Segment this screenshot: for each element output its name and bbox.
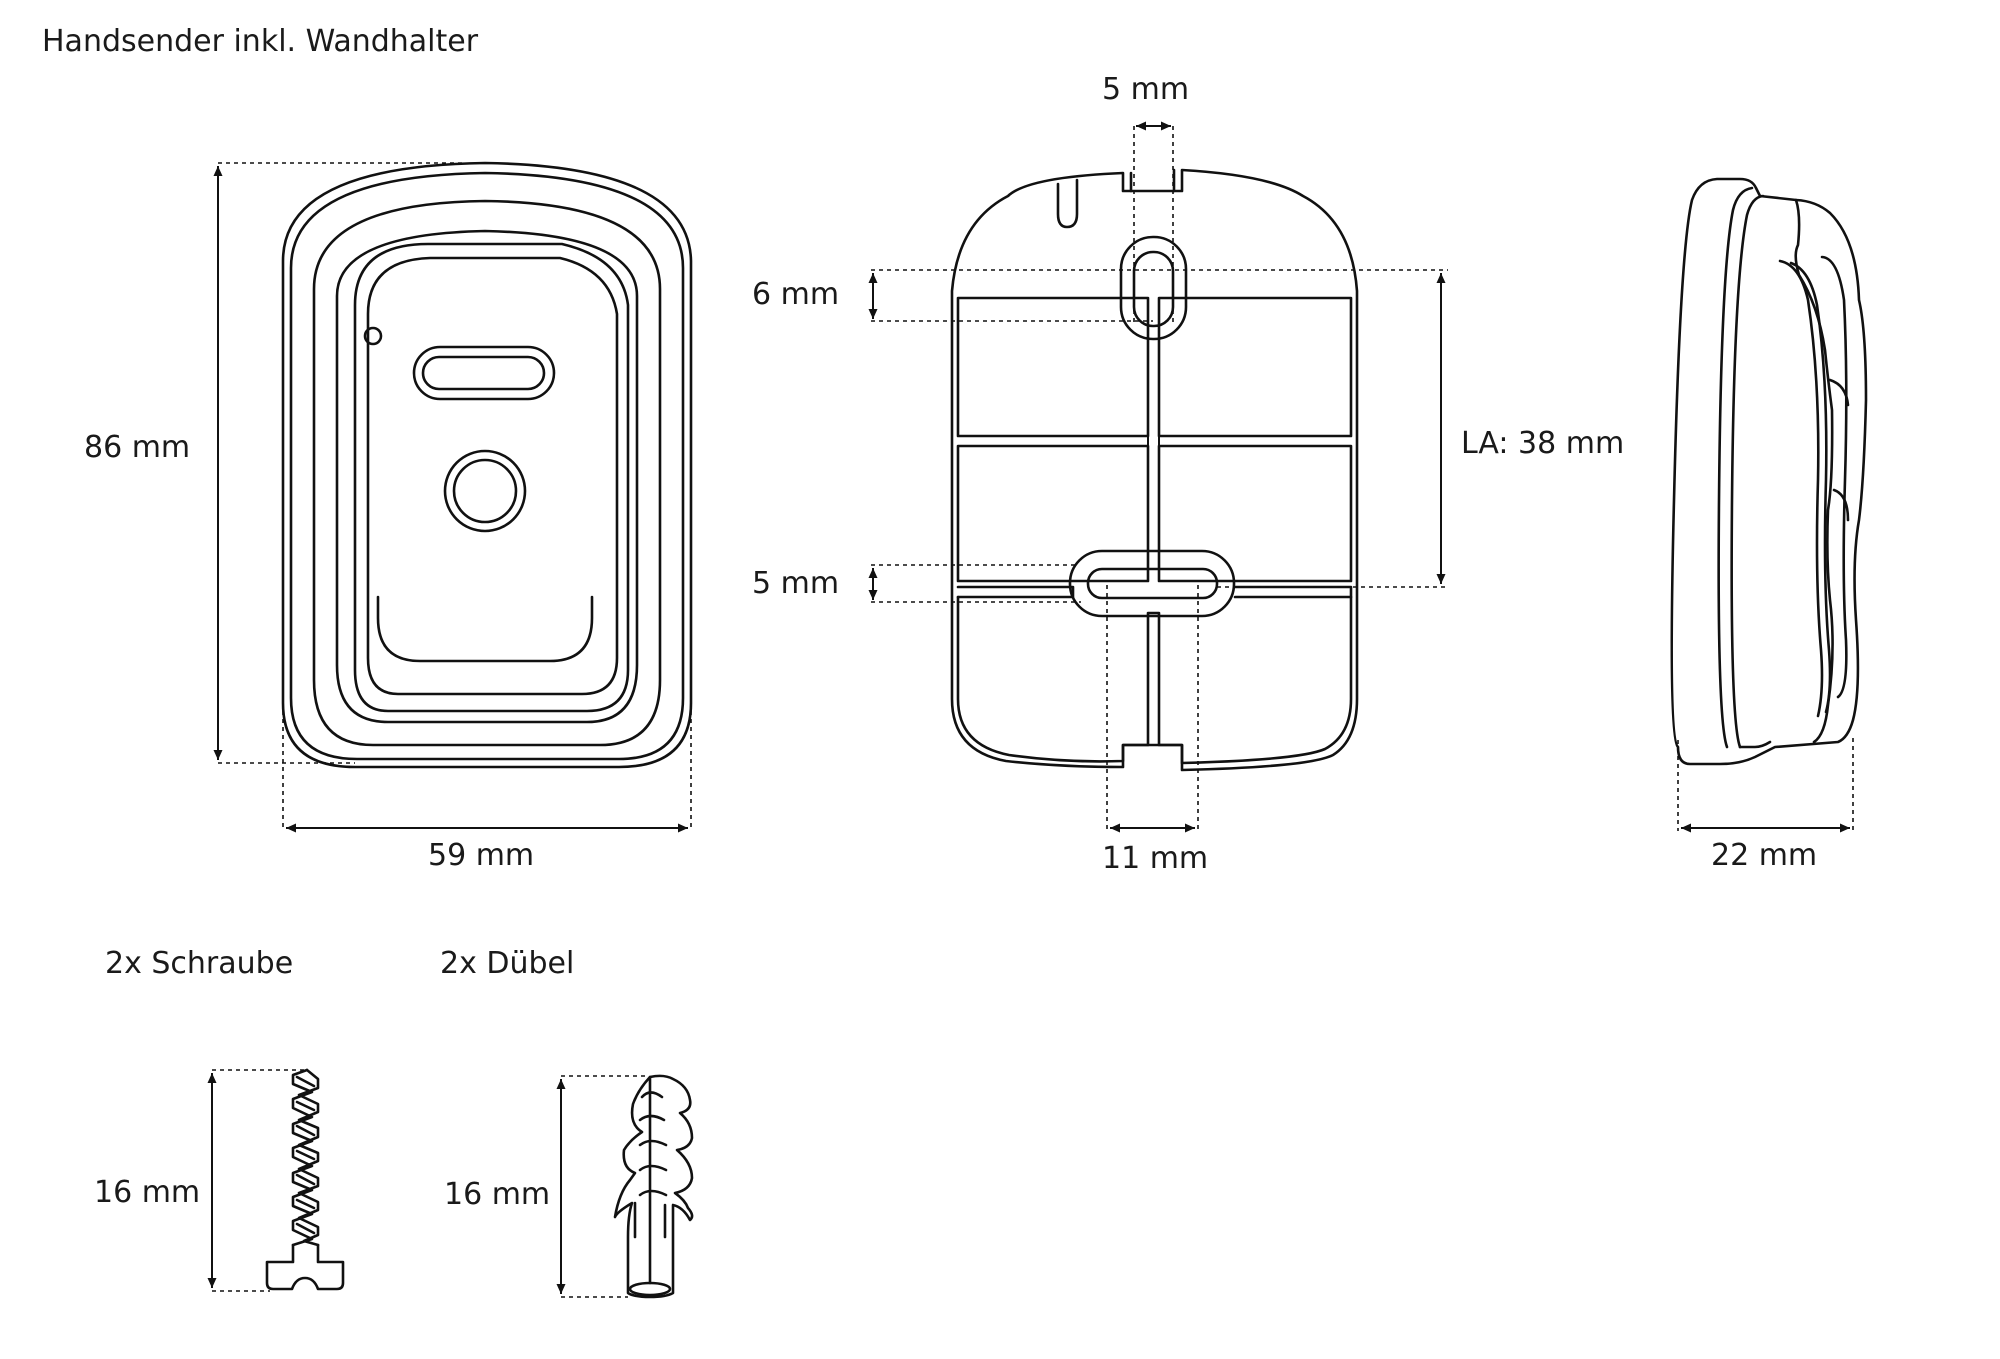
screw-dimension-lines [207,1069,307,1292]
page-title: Handsender inkl. Wandhalter [42,24,479,59]
side-depth-label: 22 mm [1711,838,1817,873]
side-dimension-lines [1677,738,1854,833]
screw-length-label: 16 mm [94,1175,200,1210]
slot-top-width-label: 5 mm [1102,72,1189,107]
transmitter-front-view [281,161,693,769]
front-height-label: 86 mm [84,430,190,465]
screw-drawing [265,1068,345,1291]
dowel-label: 2x Dübel [440,946,574,981]
holder-dimension-lines [868,121,1448,833]
dowel-drawing [613,1074,694,1299]
slot-bottom-height-label: 5 mm [752,566,839,601]
dowel-length-label: 16 mm [444,1177,550,1212]
slot-top-height-label: 6 mm [752,277,839,312]
hole-spacing-label: LA: 38 mm [1461,426,1624,461]
front-dimension-lines [213,162,692,833]
wall-holder-view [950,168,1359,772]
slot-bottom-width-label: 11 mm [1102,841,1208,876]
front-width-label: 59 mm [428,838,534,873]
dowel-dimension-lines [556,1075,648,1298]
screw-label: 2x Schraube [105,946,293,981]
transmitter-side-view [1670,177,1868,766]
